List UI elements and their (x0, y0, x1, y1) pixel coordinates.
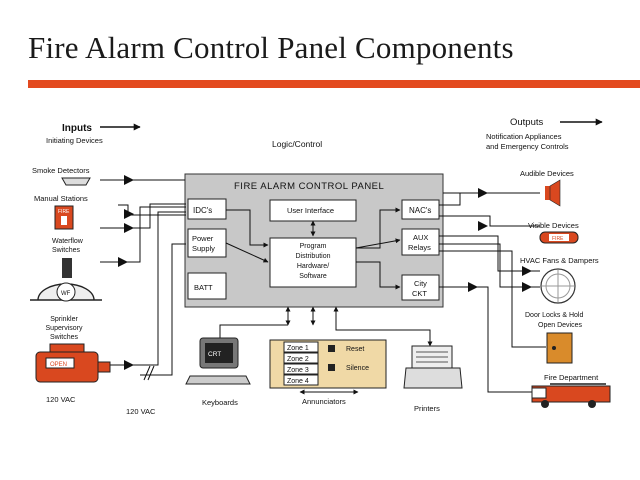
zone-box (283, 341, 319, 353)
power-supply-box (187, 228, 227, 258)
aux-relays-label-2: Relays (408, 243, 431, 252)
keyboard-crt-icon: CRT (185, 337, 251, 385)
audible-devices-label: Audible Devices (520, 169, 574, 178)
battery-label: BATT (194, 283, 213, 292)
smoke-detectors-label: Smoke Detectors (32, 166, 90, 175)
outputs-subtitle-1: Notification Appliances (486, 132, 562, 141)
strobe-icon: FIRE (539, 231, 579, 244)
crt-label: CRT (208, 351, 221, 358)
printer-icon (403, 345, 463, 389)
outputs-title: Outputs (510, 117, 544, 128)
nac-box (401, 199, 440, 220)
city-ckt-label-1: City (414, 279, 427, 288)
output-arrows (468, 188, 532, 292)
sprinkler-open-tag: OPEN (50, 362, 67, 368)
power-supply-label-2: Supply (192, 244, 215, 253)
program-label-1: Program (300, 243, 327, 250)
aux-relays-box (401, 228, 440, 256)
door-locks-label-2: Open Devices (538, 322, 582, 329)
waterflow-switch-icon: WF (30, 258, 102, 302)
printers-label: Printers (414, 404, 440, 413)
vac-right-label: 120 VAC (126, 407, 156, 416)
program-box (269, 237, 357, 288)
door-lock-icon (546, 332, 573, 364)
battery-box (187, 272, 227, 300)
zone-label: Zone 3 (287, 367, 309, 374)
internal-connectors (225, 207, 401, 290)
smoke-detector-icon (61, 177, 91, 186)
output-wiring (439, 192, 546, 393)
inputs-subtitle: Initiating Devices (46, 136, 103, 145)
input-wiring (100, 179, 186, 376)
inputs-heading: Inputs Initiating Devices (46, 123, 141, 145)
sprinkler-label-1: Sprinkler (50, 316, 78, 323)
manual-stations-label: Manual Stations (34, 194, 88, 203)
nac-label: NAC's (409, 206, 431, 215)
waterflow-label-2: Switches (52, 247, 81, 254)
sprinkler-label-3: Switches (50, 334, 79, 341)
waterflow-wf-tag: WF (61, 291, 71, 297)
horn-icon (545, 179, 561, 207)
zone-label: Zone 1 (287, 345, 309, 352)
accent-bar (28, 80, 640, 88)
control-panel-title: FIRE ALARM CONTROL PANEL (234, 181, 384, 192)
zone-label: Zone 2 (287, 356, 309, 363)
breaker-marks (143, 365, 155, 381)
inputs-title: Inputs (62, 123, 92, 134)
sprinkler-label-2: Supervisory (46, 325, 83, 332)
annunciator-panel: Zone 1 Zone 2 Zone 3 Zone 4 Reset Silence (269, 339, 387, 389)
visible-devices-label: Visible Devices (528, 221, 579, 230)
zone-list: Zone 1 Zone 2 Zone 3 Zone 4 (283, 341, 319, 386)
silence-label: Silence (346, 365, 369, 372)
sprinkler-valve-icon: OPEN (35, 343, 111, 383)
aux-relays-label-1: AUX (413, 233, 428, 242)
city-ckt-label-2: CKT (412, 289, 427, 298)
zone-box (283, 352, 319, 364)
keyboards-label: Keyboards (202, 398, 238, 407)
hvac-label: HVAC Fans & Dampers (520, 256, 599, 265)
logic-control-heading: Logic/Control (272, 139, 322, 149)
manual-station-icon: FIRE (54, 205, 74, 230)
city-ckt-box (401, 274, 440, 301)
idc-box (187, 198, 227, 220)
input-arrows (118, 175, 134, 370)
manual-station-fire-tag: FIRE (58, 209, 70, 215)
strobe-fire-tag: FIRE (552, 236, 564, 242)
bottom-wiring (219, 306, 433, 395)
waterflow-label-1: Waterflow (52, 238, 84, 245)
outputs-subtitle-2: and Emergency Controls (486, 142, 569, 151)
fire-department-label: Fire Department (544, 373, 599, 382)
zone-box (283, 363, 319, 375)
program-label-3: Hardware/ (297, 263, 329, 270)
slide-title: Fire Alarm Control Panel Components (28, 30, 514, 65)
control-panel: FIRE ALARM CONTROL PANEL IDC's Power Sup… (184, 173, 444, 308)
zone-box (283, 374, 319, 386)
fan-damper-icon (540, 268, 576, 304)
outputs-heading: Outputs Notification Appliances and Emer… (486, 117, 603, 151)
idc-label: IDC's (193, 206, 212, 215)
annunciators-label: Annunciators (302, 397, 346, 406)
power-supply-label-1: Power (192, 234, 214, 243)
program-label-4: Software (299, 273, 327, 280)
fire-truck-icon (531, 383, 611, 408)
door-locks-label-1: Door Locks & Hold (525, 312, 583, 319)
vac-left-label: 120 VAC (46, 395, 76, 404)
user-interface-label: User Interface (287, 206, 334, 215)
program-label-2: Distribution (295, 253, 330, 260)
reset-label: Reset (346, 346, 364, 353)
zone-label: Zone 4 (287, 378, 309, 385)
